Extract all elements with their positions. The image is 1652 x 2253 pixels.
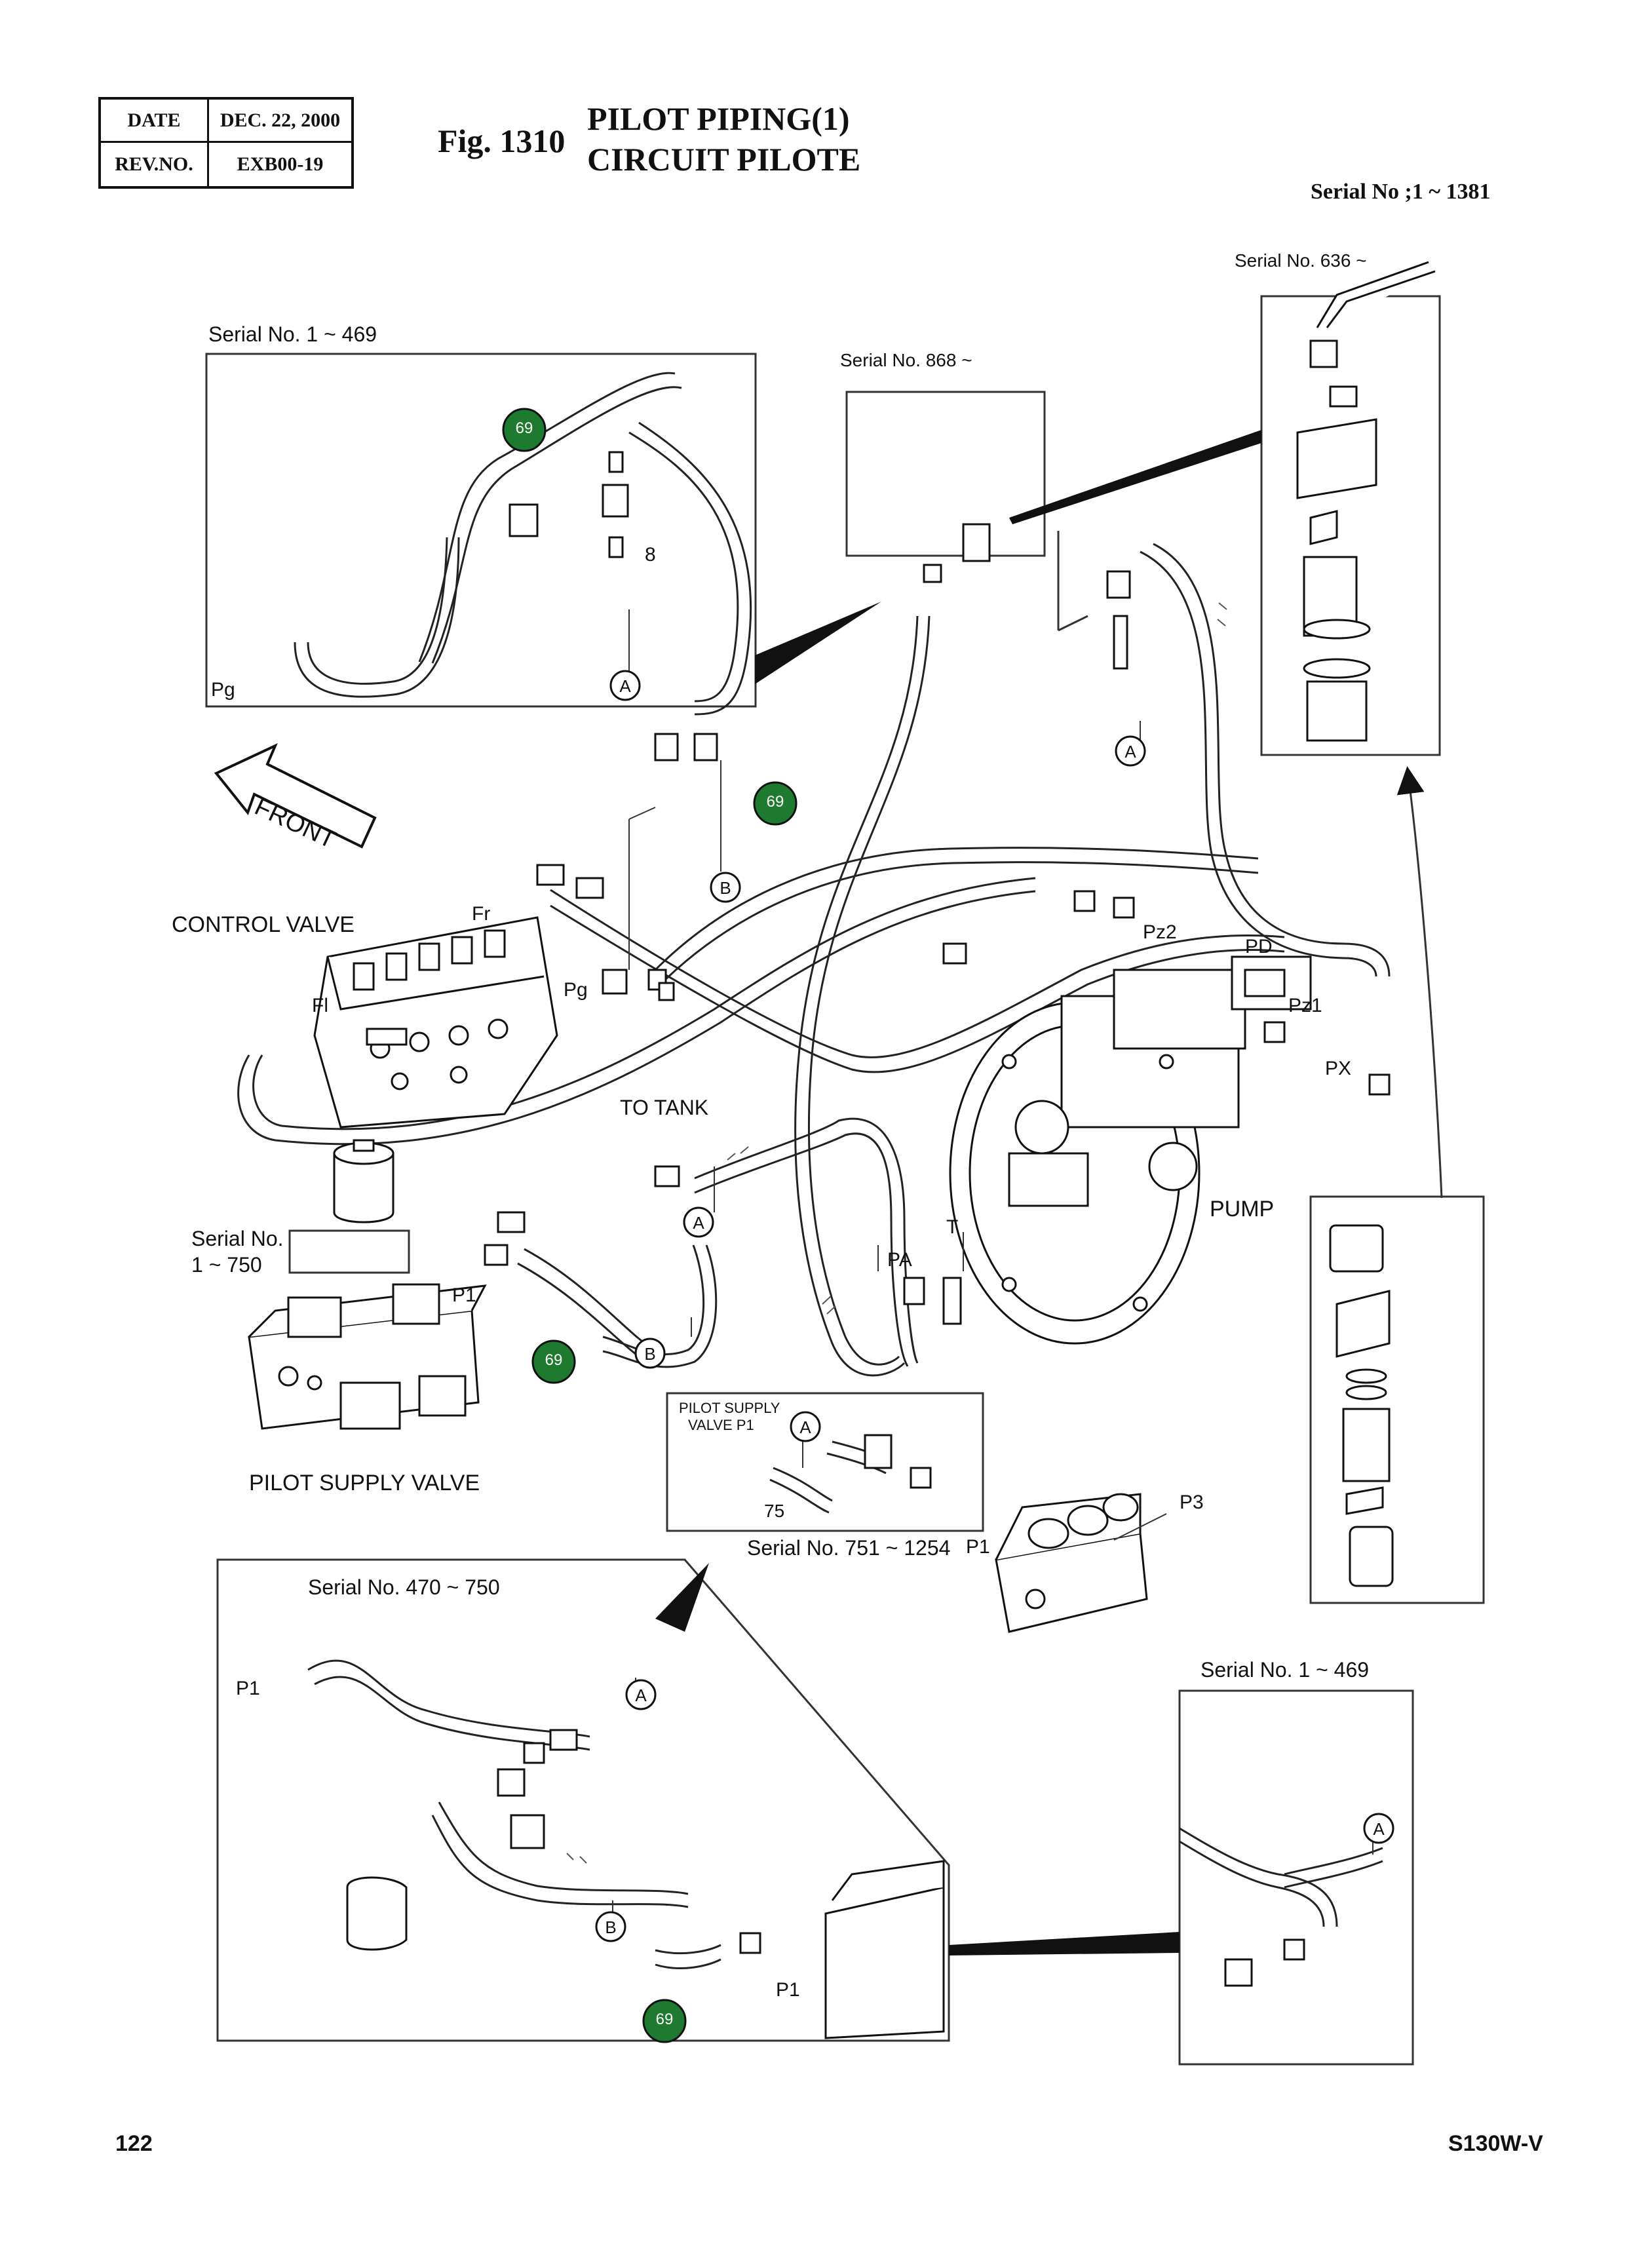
port-fr: Fr: [472, 903, 491, 925]
pointer-arrow-pump: [1396, 766, 1443, 1199]
rev-value: EXB00-19: [237, 153, 324, 175]
control-valve-drawing: [313, 916, 558, 1128]
callout-a-6-text: A: [1373, 1819, 1385, 1839]
callout-b-1-text: B: [720, 878, 731, 898]
port-p1-main: P1: [452, 1284, 476, 1306]
label-serial-1-750-a: Serial No.: [191, 1227, 284, 1250]
port-t: T: [946, 1216, 959, 1238]
port-fl: Fl: [312, 995, 328, 1016]
callout-a-5-text: A: [635, 1685, 647, 1705]
pointer-wedge-top-right: [1009, 430, 1261, 524]
label-to-tank: TO TANK: [620, 1096, 709, 1119]
port-p1-inset: P1: [966, 1536, 990, 1558]
callout-69-d: [642, 1999, 687, 2043]
port-pg-top: Pg: [211, 679, 235, 701]
detail-frame-serial-1-469-top: [205, 353, 757, 708]
label-serial-1-469-bottom: Serial No. 1 ~ 469: [1201, 1658, 1370, 1682]
callout-69-b: [753, 781, 797, 826]
callout-b-3-text: B: [605, 1917, 617, 1937]
pointer-wedge-top-left: [755, 602, 881, 684]
port-pz1: Pz1: [1288, 995, 1322, 1016]
callout-69-a: [502, 408, 547, 452]
callout-b-3: [595, 1911, 626, 1942]
date-label: DATE: [101, 100, 209, 143]
figure-title-en: PILOT PIPING(1): [587, 100, 850, 137]
callout-a-3: [683, 1206, 714, 1238]
port-pg: Pg: [564, 979, 588, 1001]
pump-filter-parts: [1329, 1224, 1394, 1587]
figure-title-fr: CIRCUIT PILOTE: [587, 141, 861, 178]
label-serial-751-1254: Serial No. 751 ~ 1254: [747, 1536, 951, 1560]
callout-b-2: [634, 1338, 666, 1369]
label-serial-636: Serial No. 636 ~: [1235, 250, 1367, 271]
callout-a-1-text: A: [619, 676, 631, 696]
detail-frame-pump-filter: [1309, 1195, 1485, 1604]
filter-canister: [333, 1139, 394, 1223]
callout-a-1: [609, 670, 641, 701]
port-pa: PA: [887, 1249, 912, 1271]
label-inset-pilot-supply-b: VALVE P1: [688, 1417, 754, 1433]
callout-b-2-text: B: [644, 1344, 656, 1364]
label-pump: PUMP: [1210, 1197, 1275, 1222]
port-p1-bl-a: P1: [236, 1678, 260, 1699]
port-pd: PD: [1245, 936, 1273, 957]
front-arrow: [214, 742, 377, 849]
serial-range: Serial No ;1 ~ 1381: [1311, 180, 1491, 204]
callout-a-2-text: A: [1124, 742, 1136, 761]
label-serial-1-469-top: Serial No. 1 ~ 469: [208, 322, 377, 346]
port-px: PX: [1325, 1058, 1352, 1079]
callout-69-d-text: 69: [655, 2011, 674, 2028]
callout-b-1: [710, 872, 741, 903]
rev-label: REV.NO.: [101, 143, 209, 186]
fittings: [484, 451, 1391, 1987]
callout-69-a-text: 69: [515, 419, 533, 437]
callout-a-2: [1115, 735, 1146, 767]
revision-table: DATE DEC. 22, 2000 REV.NO. EXB00-19: [98, 97, 354, 189]
pointer-wedge-inset: [655, 1563, 709, 1632]
pump-drawing: [949, 955, 1312, 1345]
callout-69-b-text: 69: [766, 793, 784, 811]
serial-636-parts: [1296, 261, 1436, 742]
label-serial-470-750: Serial No. 470 ~ 750: [308, 1575, 500, 1599]
label-inset-pilot-supply-a: PILOT SUPPLY: [679, 1400, 780, 1416]
port-p3: P3: [1180, 1492, 1204, 1513]
label-serial-1-750-b: 1 ~ 750: [191, 1253, 262, 1277]
detail-frame-serial-1-750: [288, 1229, 410, 1274]
p3-valve-block: [995, 1493, 1148, 1633]
port-p1-bl-b: P1: [776, 1979, 800, 2001]
label-pilot-supply-valve: PILOT SUPPLY VALVE: [249, 1471, 480, 1495]
callout-69-c-text: 69: [545, 1351, 563, 1369]
detail-frame-serial-1-469-bottom: [1178, 1689, 1414, 2066]
callout-a-3-text: A: [693, 1213, 704, 1233]
detail-frame-serial-868: [845, 391, 1046, 557]
callout-a-5: [625, 1679, 657, 1710]
pointer-wedge-bottom: [949, 1932, 1180, 1955]
pilot-supply-valve-drawing: [248, 1283, 487, 1430]
label-serial-868: Serial No. 868 ~: [840, 350, 972, 370]
label-number-8: 8: [645, 544, 656, 566]
callout-a-4: [790, 1411, 821, 1442]
page-number: 122: [115, 2131, 153, 2156]
callout-a-6: [1363, 1813, 1394, 1844]
figure-number: Fig. 1310: [438, 123, 566, 159]
detail-frame-serial-751-1254: [666, 1392, 984, 1532]
serial-470-750-parts: [346, 1814, 945, 2039]
label-control-valve: CONTROL VALVE: [172, 912, 355, 937]
callout-69-c: [531, 1339, 576, 1384]
callout-a-4-text: A: [799, 1417, 811, 1437]
date-value: DEC. 22, 2000: [209, 100, 351, 143]
model-name: S130W-V: [1448, 2131, 1543, 2156]
label-number-75: 75: [764, 1501, 785, 1521]
port-pz2: Pz2: [1143, 921, 1177, 943]
